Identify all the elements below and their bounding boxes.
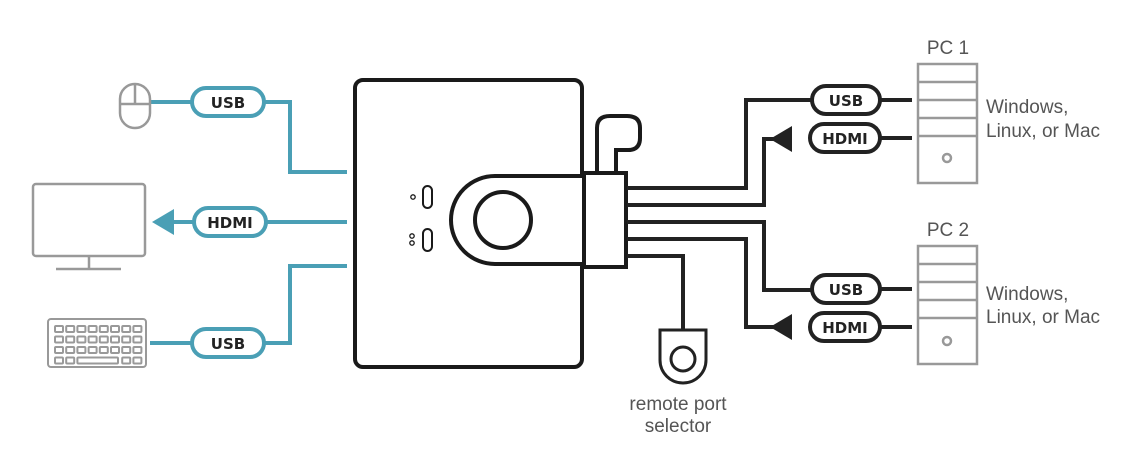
pc1-usb-cable [627, 98, 912, 190]
keyboard-key [110, 325, 120, 333]
keyboard-key [76, 335, 87, 344]
port-select-button[interactable] [473, 190, 533, 250]
keyboard-key [54, 325, 64, 333]
keyboard-key [87, 346, 98, 354]
keyboard-key [132, 356, 143, 365]
keyboard-key [110, 346, 120, 354]
keyboard-key [121, 325, 132, 333]
mouse-usb-badge: USB [190, 86, 266, 118]
keyboard-key [110, 335, 120, 344]
keyboard-key [65, 346, 76, 354]
keyboard-key [54, 346, 64, 354]
pc2-tower-icon [916, 244, 979, 366]
keyboard-key [76, 346, 87, 354]
keyboard-key [121, 356, 132, 365]
keyboard-key [54, 335, 64, 344]
keyboard-key [87, 335, 98, 344]
remote-selector-button [669, 345, 697, 373]
port-1-led-icon [410, 185, 433, 209]
keyboard-key [98, 325, 109, 333]
monitor-hdmi-badge: HDMI [192, 206, 268, 238]
keyboard-key [76, 325, 87, 333]
port-2-led-icon [409, 228, 433, 252]
remote-label-line1: remote port [629, 394, 727, 415]
remote-port-selector[interactable] [658, 328, 708, 385]
keyboard-key [132, 335, 143, 344]
keyboard-icon [47, 318, 147, 368]
pc2-usb-cable [627, 220, 912, 292]
mouse-usb-label: USB [211, 94, 245, 112]
keyboard-key [121, 346, 132, 354]
monitor-arrow-icon [152, 209, 174, 235]
remote-cable [627, 254, 685, 330]
pc2-usb-label: USB [829, 281, 863, 299]
keyboard-key [132, 346, 143, 354]
keyboard-key [65, 335, 76, 344]
cable-connector-block [582, 171, 628, 269]
monitor-hdmi-label: HDMI [207, 214, 253, 232]
pc1-tower-icon [916, 62, 979, 185]
pc1-hdmi-label: HDMI [822, 130, 868, 148]
monitor-icon [31, 182, 147, 271]
mouse-icon [118, 82, 152, 130]
pc2-hdmi-label: HDMI [822, 319, 868, 337]
pc2-title: PC 2 [927, 220, 969, 241]
pc1-usb-badge: USB [810, 84, 882, 116]
keyboard-key [121, 335, 132, 344]
pc2-os-line2: Linux, or Mac [986, 307, 1100, 328]
keyboard-key [76, 356, 119, 365]
cable-loop [595, 114, 642, 173]
remote-label-line2: selector [645, 416, 712, 437]
keyboard-key [54, 356, 64, 365]
keyboard-usb-label: USB [211, 335, 245, 353]
keyboard-key [132, 325, 143, 333]
pc2-hdmi-arrow-icon [770, 314, 792, 340]
keyboard-key [87, 325, 98, 333]
keyboard-usb-cable [150, 264, 347, 345]
keyboard-key [65, 356, 76, 365]
keyboard-usb-badge: USB [190, 327, 266, 359]
pc1-os-line1: Windows, [986, 97, 1068, 118]
pc1-usb-label: USB [829, 92, 863, 110]
keyboard-key [98, 335, 109, 344]
pc1-os-line2: Linux, or Mac [986, 121, 1100, 142]
pc1-title: PC 1 [927, 38, 969, 59]
keyboard-key [98, 346, 109, 354]
keyboard-key [65, 325, 76, 333]
mouse-usb-cable [150, 100, 347, 174]
kvm-switch [353, 78, 642, 369]
pc1-hdmi-arrow-icon [770, 126, 792, 152]
pc2-hdmi-badge: HDMI [808, 311, 882, 343]
pc2-os-line1: Windows, [986, 284, 1068, 305]
pc2-hdmi-cable [627, 237, 912, 329]
pc-cables [627, 98, 912, 330]
pc2-usb-badge: USB [810, 273, 882, 305]
pc1-hdmi-badge: HDMI [808, 122, 882, 154]
